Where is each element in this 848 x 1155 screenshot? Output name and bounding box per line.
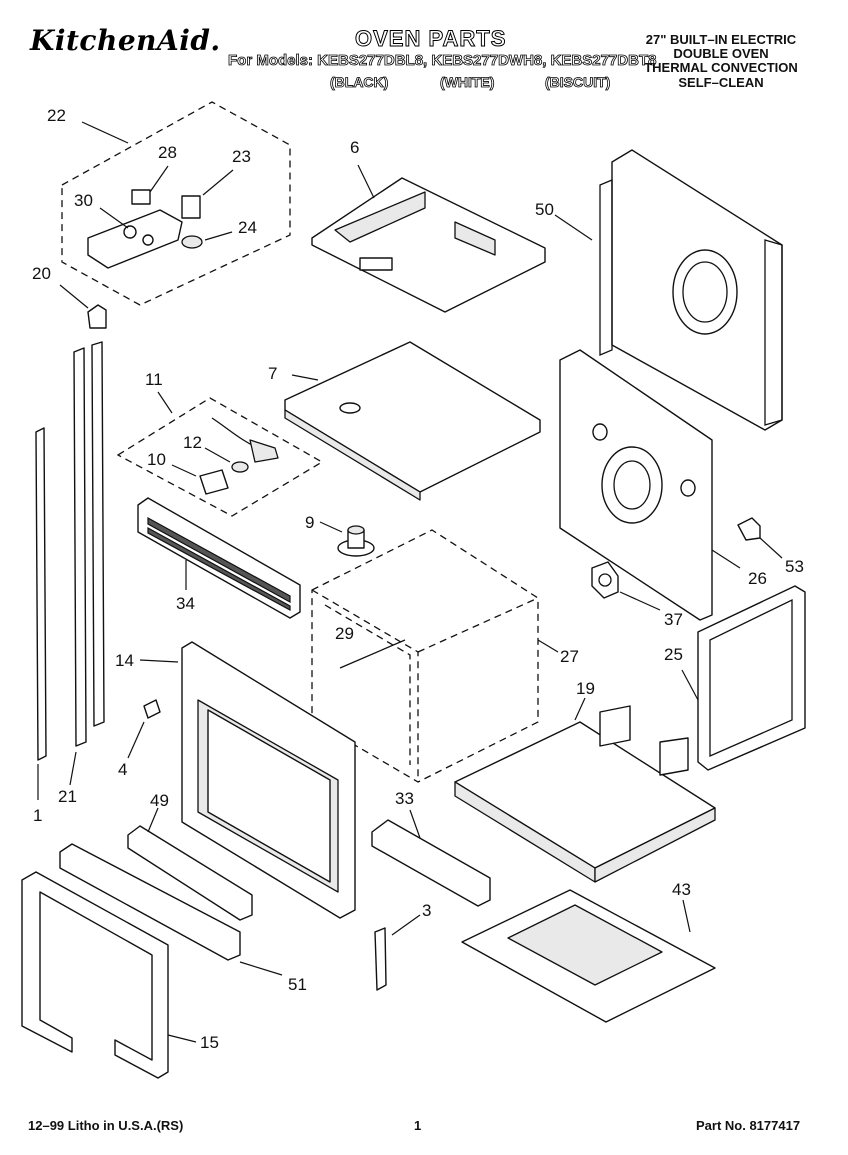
callout-3: 3 (422, 901, 432, 920)
callout-4: 4 (118, 760, 128, 779)
callout-19: 19 (576, 679, 595, 698)
callout-30: 30 (74, 191, 93, 210)
color-biscuit: (BISCUIT) (545, 74, 611, 91)
product-line-3: THERMAL CONVECTION (644, 60, 798, 75)
front-frame (181, 641, 356, 919)
clip-53 (737, 517, 761, 541)
control-bracket-assembly (61, 101, 291, 306)
callout-53: 53 (785, 557, 804, 576)
rear-fan-panel (559, 349, 713, 621)
side-frame-25 (697, 585, 806, 771)
callout-11: 11 (145, 370, 163, 389)
color-white: (WHITE) (440, 74, 495, 91)
callout-37: 37 (664, 610, 683, 629)
part-number: Part No. 8177417 (696, 1118, 801, 1133)
callout-29: 29 (335, 624, 354, 643)
bracket-33 (371, 819, 491, 907)
callout-20: 20 (32, 264, 51, 283)
callout-25: 25 (664, 645, 683, 664)
trim-49 (127, 825, 253, 921)
door-gasket-15 (21, 871, 169, 1079)
callout-6: 6 (350, 138, 360, 157)
callout-22: 22 (47, 106, 66, 125)
rear-panel (599, 149, 783, 431)
callout-9: 9 (305, 513, 315, 532)
models-line: For Models: KEBS277DBL8, KEBS277DWH8, KE… (228, 52, 657, 70)
bracket-3 (374, 927, 387, 991)
side-trim-1 (35, 427, 47, 761)
front-strip-51 (59, 843, 241, 961)
callout-10: 10 (147, 450, 166, 469)
product-line-2: DOUBLE OVEN (673, 46, 769, 61)
convection-fan-motor (337, 525, 375, 557)
page-title: OVEN PARTS (354, 26, 507, 52)
top-duct-cover (311, 177, 546, 313)
footer-litho: 12–99 Litho in U.S.A.(RS) (28, 1118, 184, 1133)
callout-7: 7 (268, 364, 278, 383)
wire-harness-group (116, 397, 324, 517)
callout-33: 33 (395, 789, 414, 808)
side-trim-21 (73, 341, 105, 747)
callout-34: 34 (176, 594, 195, 613)
callout-24: 24 (238, 218, 257, 237)
callout-27: 27 (560, 647, 579, 666)
callout-21: 21 (58, 787, 77, 806)
callout-49: 49 (150, 791, 169, 810)
gasket-37 (591, 561, 619, 599)
callout-43: 43 (672, 880, 691, 899)
callout-15: 15 (200, 1033, 219, 1052)
drawer-tray (454, 705, 716, 883)
callout-50: 50 (535, 200, 554, 219)
callout-14: 14 (115, 651, 134, 670)
bracket-part-20 (87, 304, 107, 329)
product-line-1: 27" BUILT–IN ELECTRIC (645, 32, 797, 47)
vent-grille (137, 497, 301, 619)
callout-28: 28 (158, 143, 177, 162)
kitchenaid-logo: KitchenAid. (30, 24, 221, 57)
product-line-4: SELF–CLEAN (678, 75, 764, 90)
callout-51: 51 (288, 975, 307, 994)
top-plate (284, 341, 541, 501)
broiler-pan-43 (461, 889, 716, 1023)
color-black: (BLACK) (330, 74, 389, 91)
screw-4 (143, 699, 161, 719)
callout-23: 23 (232, 147, 251, 166)
callout-12: 12 (183, 433, 202, 452)
leader-lines (37, 121, 783, 1043)
callout-1: 1 (33, 806, 43, 825)
callout-26: 26 (748, 569, 767, 588)
page-number: 1 (414, 1118, 422, 1133)
